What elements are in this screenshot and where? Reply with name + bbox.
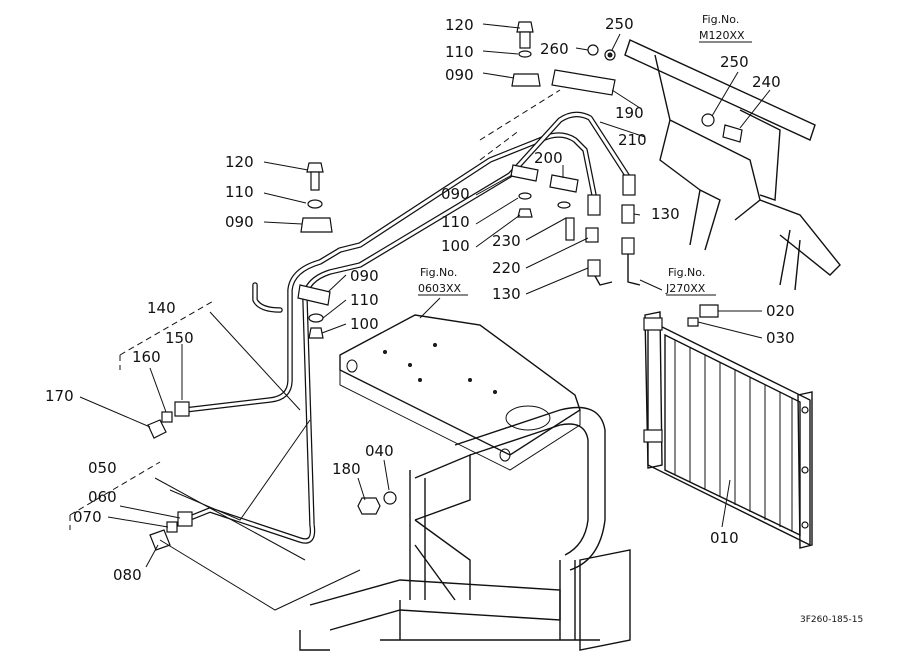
part-label-140: 140 [147,299,176,317]
part-label-180: 180 [332,460,361,478]
fig-ref-label-0603: Fig.No. [420,266,457,279]
part-label-160: 160 [132,348,161,366]
part-label-260: 260 [540,40,569,58]
part-label-030: 030 [766,329,795,347]
leader-lines [79,23,771,568]
part-label-240: 240 [752,73,781,91]
upper-bracket [624,39,841,291]
fig-ref-code-0603: 0603XX [418,282,462,295]
part-label-170: 170 [45,387,74,405]
oil-cooler [643,311,813,549]
fig-ref-code-j270: J270XX [665,282,706,295]
part-label-090-mid: 090 [441,185,470,203]
part-label-190: 190 [615,104,644,122]
part-label-110-low: 110 [350,291,379,309]
part-label-130-lower: 130 [492,285,521,303]
hydraulic-pipes [182,111,633,544]
part-numbers: 120 110 090 260 250 250 240 190 210 200 … [45,15,795,584]
part-label-120-top: 120 [445,16,474,34]
drawing-code: 3F260-185-15 [800,615,863,625]
part-label-110-left: 110 [225,183,254,201]
figure-references: Fig.No. M120XX Fig.No. 0603XX Fig.No. J2… [418,13,752,296]
part-label-080: 080 [113,566,142,584]
callout-outlines [69,89,561,611]
fig-ref-code-m120: M120XX [699,29,745,42]
part-label-090-top: 090 [445,66,474,84]
part-label-070: 070 [73,508,102,526]
part-label-250-top: 250 [605,15,634,33]
part-label-100-low: 100 [350,315,379,333]
part-label-210: 210 [618,131,647,149]
part-label-110-top: 110 [445,43,474,61]
chassis-frame [299,314,631,651]
part-label-120-left: 120 [225,153,254,171]
part-label-250-bracket: 250 [720,53,749,71]
part-label-020: 020 [766,302,795,320]
part-label-010: 010 [710,529,739,547]
part-label-090-low: 090 [350,267,379,285]
fig-ref-label-j270: Fig.No. [668,266,705,279]
part-label-150: 150 [165,329,194,347]
part-label-040: 040 [365,442,394,460]
part-label-200: 200 [534,149,563,167]
part-label-130-upper: 130 [651,205,680,223]
part-label-090-left: 090 [225,213,254,231]
part-label-100-mid: 100 [441,237,470,255]
part-label-060: 060 [88,488,117,506]
part-label-110-mid: 110 [441,213,470,231]
part-label-230: 230 [492,232,521,250]
fasteners [147,21,719,551]
fig-ref-label-m120: Fig.No. [702,13,739,26]
part-label-050: 050 [88,459,117,477]
part-label-220: 220 [492,259,521,277]
